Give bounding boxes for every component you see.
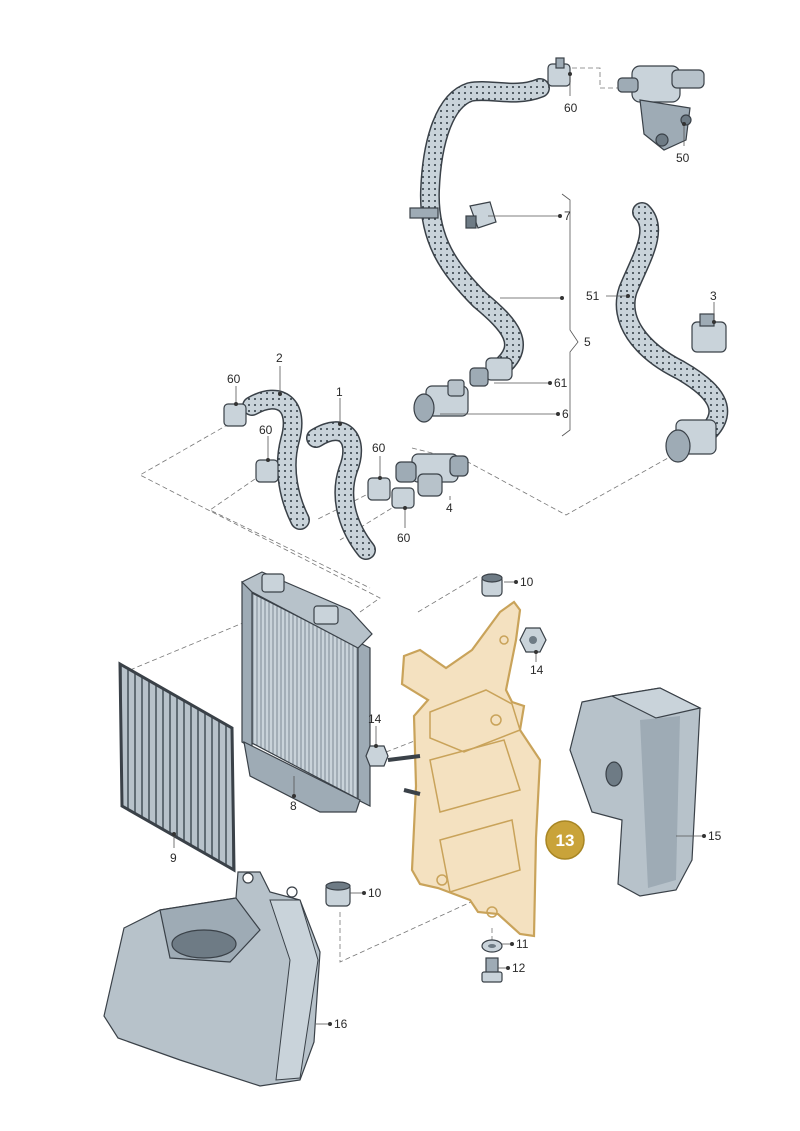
coolant-pump-50[interactable]	[617, 65, 705, 151]
nut-14-top[interactable]	[519, 627, 547, 653]
air-duct-16[interactable]	[103, 871, 321, 1087]
stud-bolt[interactable]	[387, 754, 421, 796]
label-8[interactable]: 8	[290, 799, 297, 813]
label-10-bottom[interactable]: 10	[368, 886, 382, 900]
rubber-grommet-10-top[interactable]	[481, 573, 503, 597]
coolant-hose-51[interactable]	[615, 202, 729, 442]
label-60-lower[interactable]: 60	[397, 531, 411, 545]
label-1[interactable]: 1	[336, 385, 343, 399]
clip-3[interactable]	[691, 313, 727, 353]
label-9[interactable]: 9	[170, 851, 177, 865]
coolant-hose-5[interactable]	[419, 78, 550, 378]
hose-clamp-61[interactable]	[469, 357, 513, 387]
part-labels: 60 50 7 5 61 6 51 3 2 1 60 60 60 60 4 10…	[170, 101, 722, 1031]
label-60-left[interactable]: 60	[227, 372, 241, 386]
hose-clamp-60-upper[interactable]	[547, 57, 571, 87]
label-50[interactable]: 50	[676, 151, 690, 165]
label-14-top[interactable]: 14	[530, 663, 544, 677]
leader-lines	[173, 74, 715, 1025]
label-7[interactable]: 7	[564, 209, 571, 223]
badge-13[interactable]: 13	[545, 820, 585, 860]
coolant-hose-2[interactable]	[242, 389, 310, 530]
label-12[interactable]: 12	[512, 961, 526, 975]
coolant-hose-1[interactable]	[306, 421, 376, 560]
radiator-8[interactable]	[240, 571, 373, 813]
label-16[interactable]: 16	[334, 1017, 348, 1031]
connector-6[interactable]	[413, 379, 469, 423]
rubber-grommet-10-bottom[interactable]	[325, 881, 351, 907]
badge-13-label: 13	[556, 831, 575, 850]
nut-14-side[interactable]	[365, 745, 389, 767]
label-11[interactable]: 11	[516, 937, 529, 951]
label-60-upper[interactable]: 60	[564, 101, 578, 115]
label-15[interactable]: 15	[708, 829, 722, 843]
label-6[interactable]: 6	[562, 407, 569, 421]
label-4[interactable]: 4	[446, 501, 453, 515]
label-3[interactable]: 3	[710, 289, 717, 303]
bracket-clip-7[interactable]	[409, 201, 497, 229]
bracket-13-highlighted[interactable]	[400, 600, 542, 938]
label-14-side[interactable]: 14	[368, 712, 382, 726]
hose-clamps-60[interactable]	[223, 403, 415, 509]
label-5[interactable]: 5	[584, 335, 591, 349]
label-10-top[interactable]: 10	[520, 575, 534, 589]
label-2[interactable]: 2	[276, 351, 283, 365]
washer-11[interactable]	[481, 939, 503, 953]
leader-dots	[172, 72, 716, 1026]
air-duct-15[interactable]	[569, 687, 702, 897]
connector-piece-4[interactable]	[395, 453, 469, 497]
grille-9[interactable]	[118, 661, 236, 873]
label-60-mid[interactable]: 60	[259, 423, 273, 437]
hose-end-connector[interactable]	[665, 419, 717, 463]
label-61[interactable]: 61	[554, 376, 568, 390]
label-60-right[interactable]: 60	[372, 441, 386, 455]
label-51[interactable]: 51	[586, 289, 600, 303]
bolt-12[interactable]	[481, 957, 503, 983]
